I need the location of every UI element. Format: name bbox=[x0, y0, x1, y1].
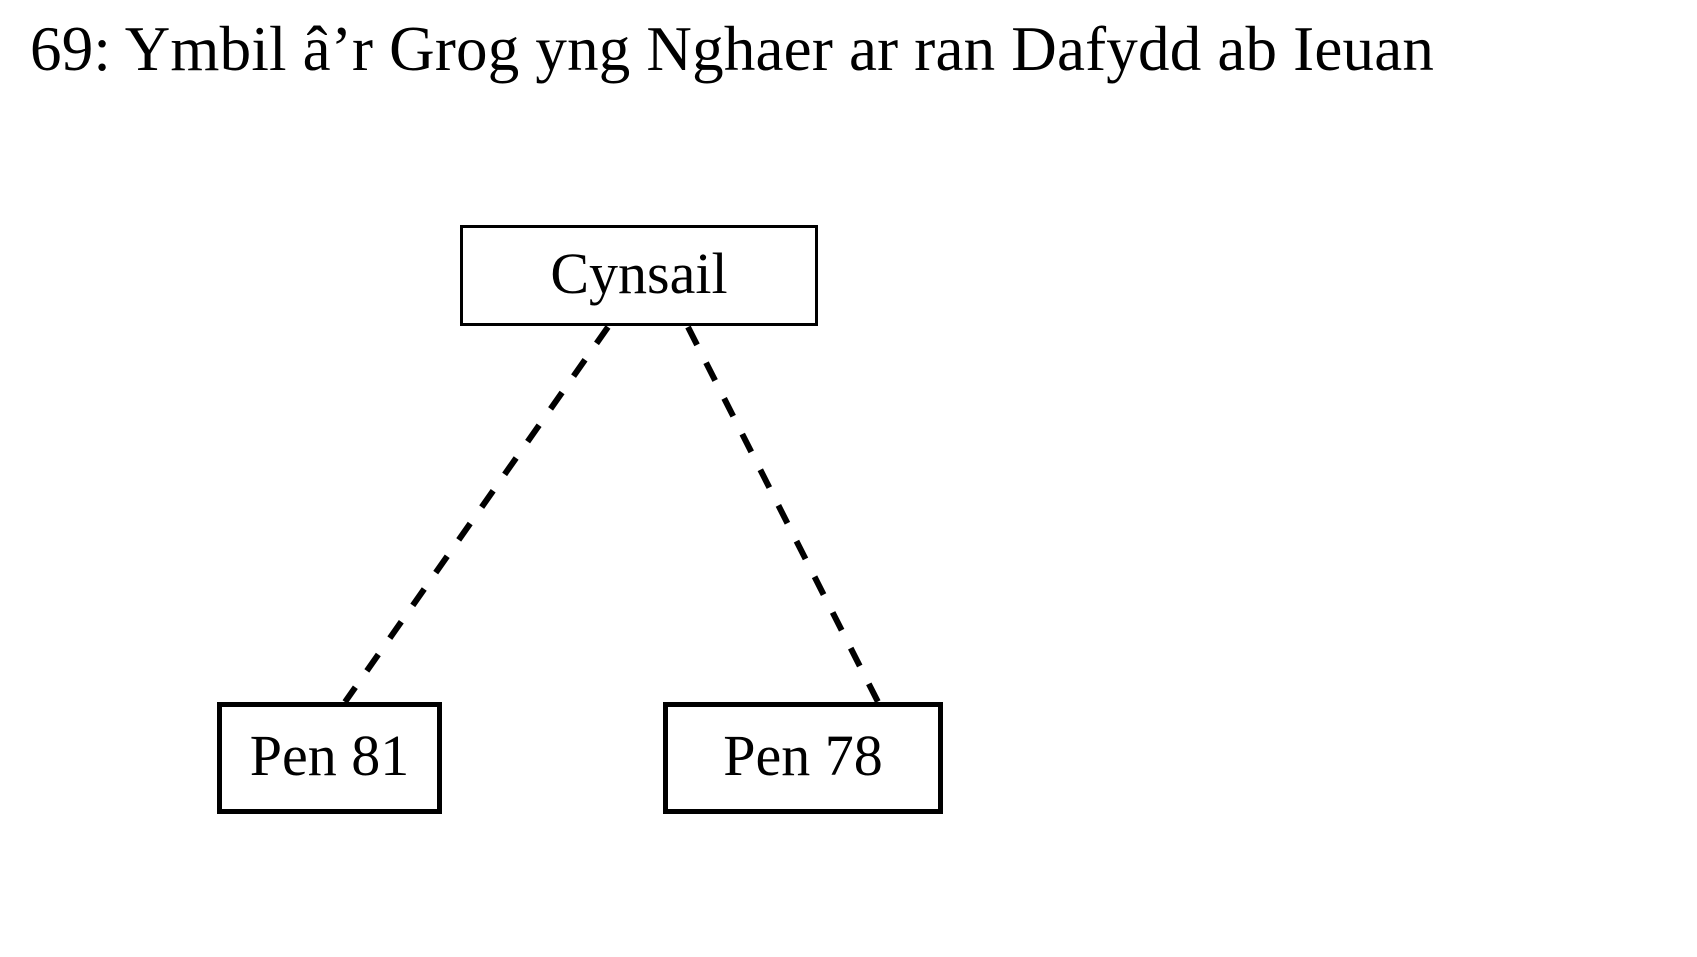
edge-cynsail-to-pen78 bbox=[685, 325, 881, 704]
node-pen-78-label: Pen 78 bbox=[723, 723, 883, 788]
edge-cynsail-to-pen81 bbox=[342, 325, 611, 704]
node-cynsail[interactable]: Cynsail bbox=[460, 225, 818, 326]
node-pen-81[interactable]: Pen 81 bbox=[217, 702, 442, 814]
node-cynsail-label: Cynsail bbox=[550, 240, 728, 306]
node-pen-81-label: Pen 81 bbox=[249, 723, 410, 788]
node-pen-78[interactable]: Pen 78 bbox=[663, 702, 943, 814]
page-title: 69: Ymbil â’r Grog yng Nghaer ar ran Daf… bbox=[30, 14, 1435, 84]
